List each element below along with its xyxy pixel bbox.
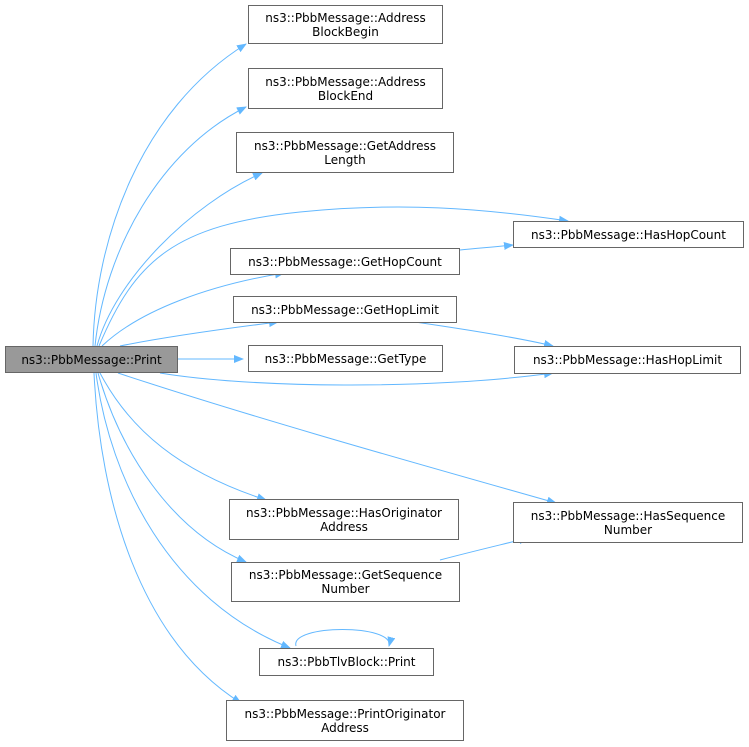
edge-root-to-address-block-begin — [92, 43, 247, 347]
node-tlv-block-print[interactable]: ns3::PbbTlvBlock::Print — [259, 648, 434, 676]
node-label-line: ns3::PbbMessage::PrintOriginator — [244, 706, 446, 721]
node-label-line: Number — [603, 522, 653, 537]
node-get-hop-limit[interactable]: ns3::PbbMessage::GetHopLimit — [233, 296, 457, 323]
edge-root-to-address-block-end — [94, 106, 247, 347]
node-address-block-end[interactable]: ns3::PbbMessage::Address BlockEnd — [248, 68, 443, 109]
node-pbbmessage-print[interactable]: ns3::PbbMessage::Print — [5, 346, 178, 373]
node-get-hop-count[interactable]: ns3::PbbMessage::GetHopCount — [230, 248, 460, 275]
node-label-line: ns3::PbbMessage::HasSequence — [530, 508, 726, 523]
node-label-line: ns3::PbbMessage::GetHopCount — [248, 254, 442, 269]
node-label-line: ns3::PbbMessage::GetSequence — [248, 568, 443, 582]
node-label-line: ns3::PbbMessage::GetType — [264, 351, 427, 366]
edge-root-to-has-hop-count — [98, 206, 569, 347]
node-label-line: ns3::PbbMessage::GetAddress — [254, 138, 436, 153]
node-label-line: BlockBegin — [312, 24, 379, 39]
edge-get-hop-limit-to-has-hop-limit — [414, 321, 554, 348]
node-label-line: ns3::PbbMessage::HasHopLimit — [532, 353, 723, 367]
edge-tlv-block-print-self-loop — [295, 629, 396, 647]
node-label-line: ns3::PbbMessage::Print — [21, 352, 162, 367]
node-get-type[interactable]: ns3::PbbMessage::GetType — [248, 345, 443, 372]
node-label-line: Length — [324, 152, 366, 167]
edge-root-to-get-hop-limit — [119, 319, 279, 347]
node-address-block-begin[interactable]: ns3::PbbMessage::Address BlockBegin — [248, 5, 443, 44]
node-label-line: ns3::PbbMessage::Address — [265, 74, 426, 89]
edge-root-to-get-address-length — [96, 172, 263, 347]
edge-root-to-has-hop-limit — [159, 370, 554, 386]
node-has-hop-count[interactable]: ns3::PbbMessage::HasHopCount — [513, 221, 744, 248]
node-has-hop-limit[interactable]: ns3::PbbMessage::HasHopLimit — [514, 346, 741, 374]
edge-root-to-print-originator-address — [93, 372, 242, 704]
edge-root-to-tlv-block-print — [95, 372, 291, 649]
node-label-line: ns3::PbbMessage::HasHopCount — [531, 227, 726, 242]
node-has-sequence-number[interactable]: ns3::PbbMessage::HasSequence Number — [513, 502, 743, 543]
node-label-line: ns3::PbbMessage::HasOriginator — [246, 505, 442, 520]
node-label-line: Number — [321, 582, 370, 596]
node-label-line: ns3::PbbTlvBlock::Print — [277, 655, 416, 669]
node-has-originator-address[interactable]: ns3::PbbMessage::HasOriginator Address — [229, 499, 459, 540]
edge-root-to-has-originator-address — [99, 372, 267, 502]
node-label-line: BlockEnd — [317, 88, 374, 103]
node-get-sequence-number[interactable]: ns3::PbbMessage::GetSequence Number — [231, 562, 460, 602]
node-print-originator-address[interactable]: ns3::PbbMessage::PrintOriginator Address — [226, 700, 464, 741]
edge-root-to-has-sequence-number — [117, 372, 557, 505]
edge-get-hop-count-to-has-hop-count — [459, 242, 514, 251]
node-label-line: Address — [320, 519, 368, 534]
node-get-address-length[interactable]: ns3::PbbMessage::GetAddress Length — [236, 132, 454, 173]
edge-root-to-get-sequence-number — [97, 372, 247, 563]
node-label-line: Address — [321, 720, 369, 735]
node-label-line: ns3::PbbMessage::Address — [265, 10, 426, 25]
edge-root-to-get-hop-count — [101, 270, 285, 347]
node-label-line: ns3::PbbMessage::GetHopLimit — [251, 302, 439, 317]
